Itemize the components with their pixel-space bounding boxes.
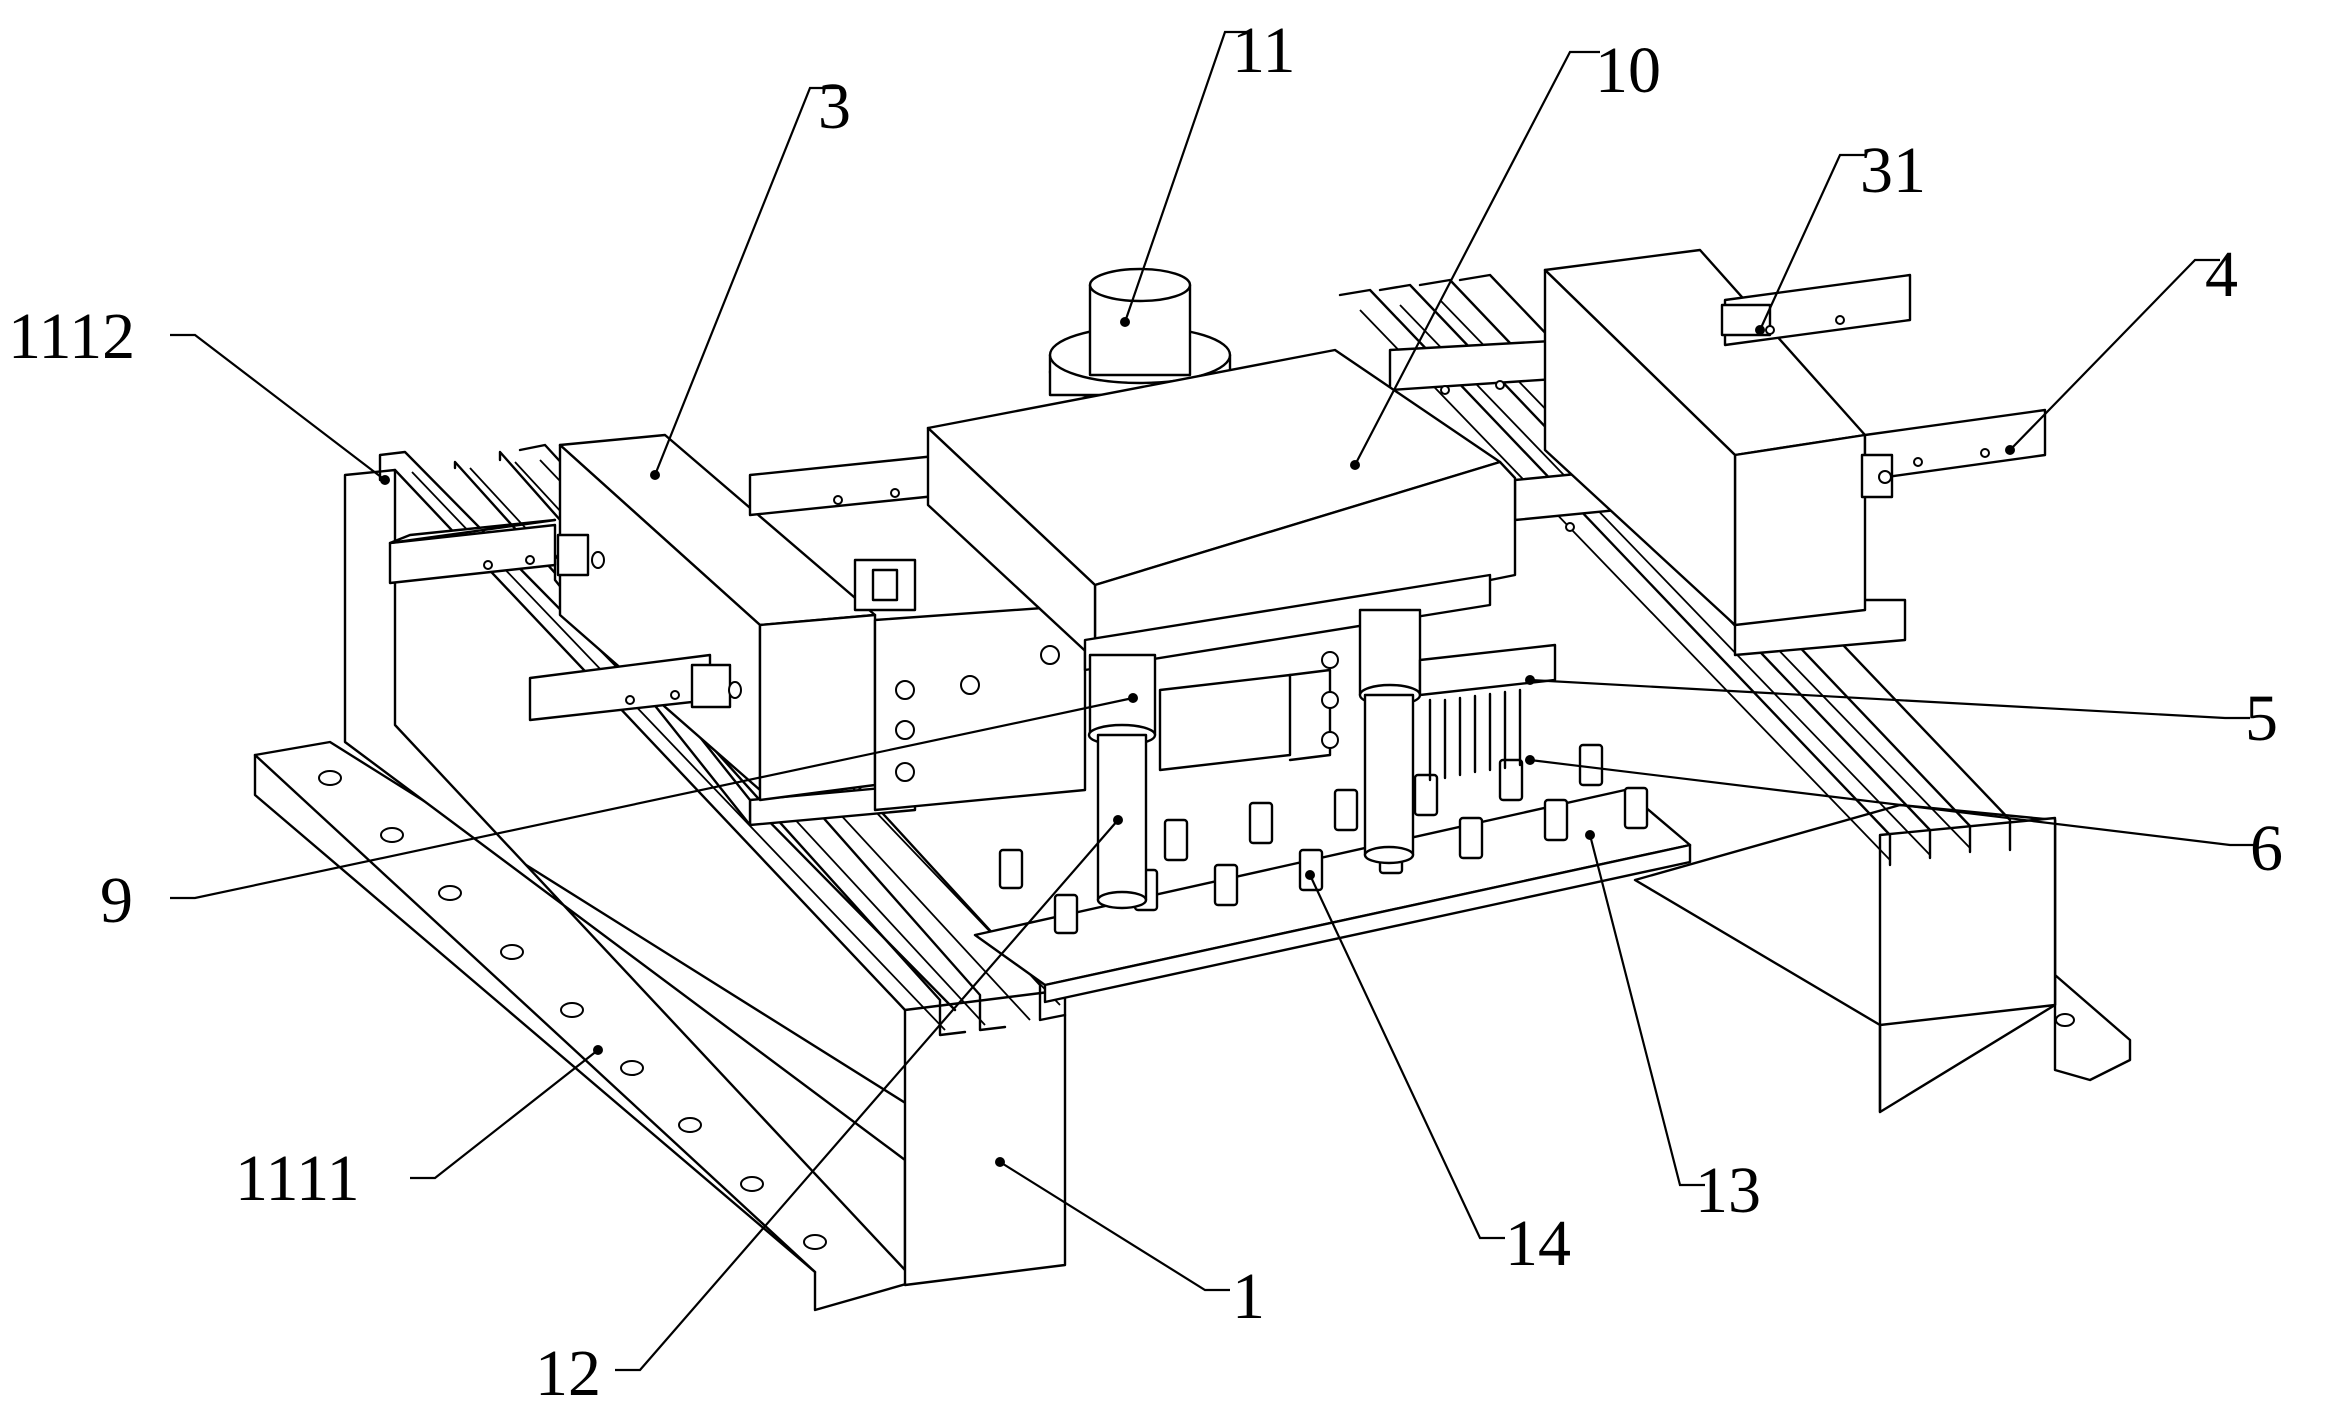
callout-label-1112: 1112: [8, 300, 135, 373]
callout-labels: 3 11 10 31 4 1112 5 6 9 1111 13 14 1 12: [8, 14, 2283, 1410]
pin-plate: [973, 743, 1692, 1004]
callout-label-3: 3: [818, 70, 851, 143]
main-beam: [926, 348, 1517, 672]
callout-label-9: 5: [2245, 682, 2278, 755]
left-base-frame: [253, 443, 1067, 1312]
callout-label-1: 1: [1232, 1260, 1265, 1333]
leader-lines: [170, 30, 2255, 1372]
left-carriage: [388, 433, 1087, 827]
callout-label-6: 11: [1232, 14, 1296, 87]
callout-label-11: 9: [100, 864, 133, 937]
callout-label-14: 14: [1505, 1207, 1571, 1280]
callout-label-31: 31: [1860, 134, 1926, 207]
right-base-frame: [1338, 273, 2132, 1114]
right-rails: [1338, 273, 2012, 867]
callout-label-10: 6: [2250, 812, 2283, 885]
callout-label-13: 13: [1695, 1154, 1761, 1227]
callout-label-4: 4: [2205, 238, 2238, 311]
callout-label-1111: 1111: [235, 1142, 360, 1215]
right-carriage: [1543, 248, 2047, 657]
actuators: [1087, 608, 1557, 910]
callout-label-12: 12: [535, 1337, 601, 1410]
callout-label-5: 10: [1595, 34, 1661, 107]
flange-holes: [318, 770, 827, 1250]
